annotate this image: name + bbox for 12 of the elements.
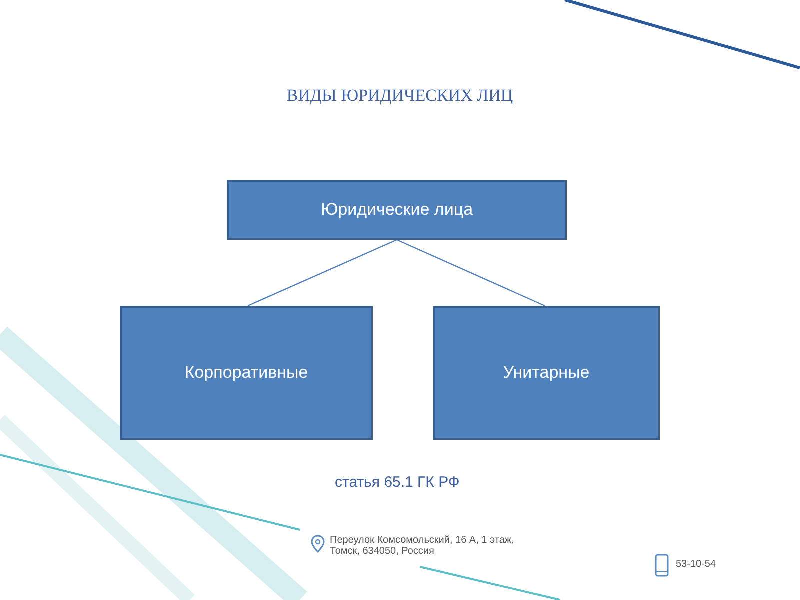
category-box (433, 306, 660, 440)
category-box (227, 180, 567, 240)
box-label: Корпоративные (184, 363, 308, 383)
box-label: Юридические лица (320, 200, 474, 220)
box-label: Унитарные (503, 363, 590, 383)
connector-line (396, 239, 546, 307)
category-box (120, 306, 373, 440)
title: ВИДЫ ЮРИДИЧЕСКИХ ЛИЦ (286, 86, 514, 106)
source-note: статья 65.1 ГК РФ (335, 474, 461, 491)
connector-line (248, 239, 398, 307)
phone-number: 53-10-54 (676, 559, 718, 570)
address-text: Переулок Комсомольский, 16 А, 1 этаж, Томск, 634050, Россия (330, 535, 516, 557)
